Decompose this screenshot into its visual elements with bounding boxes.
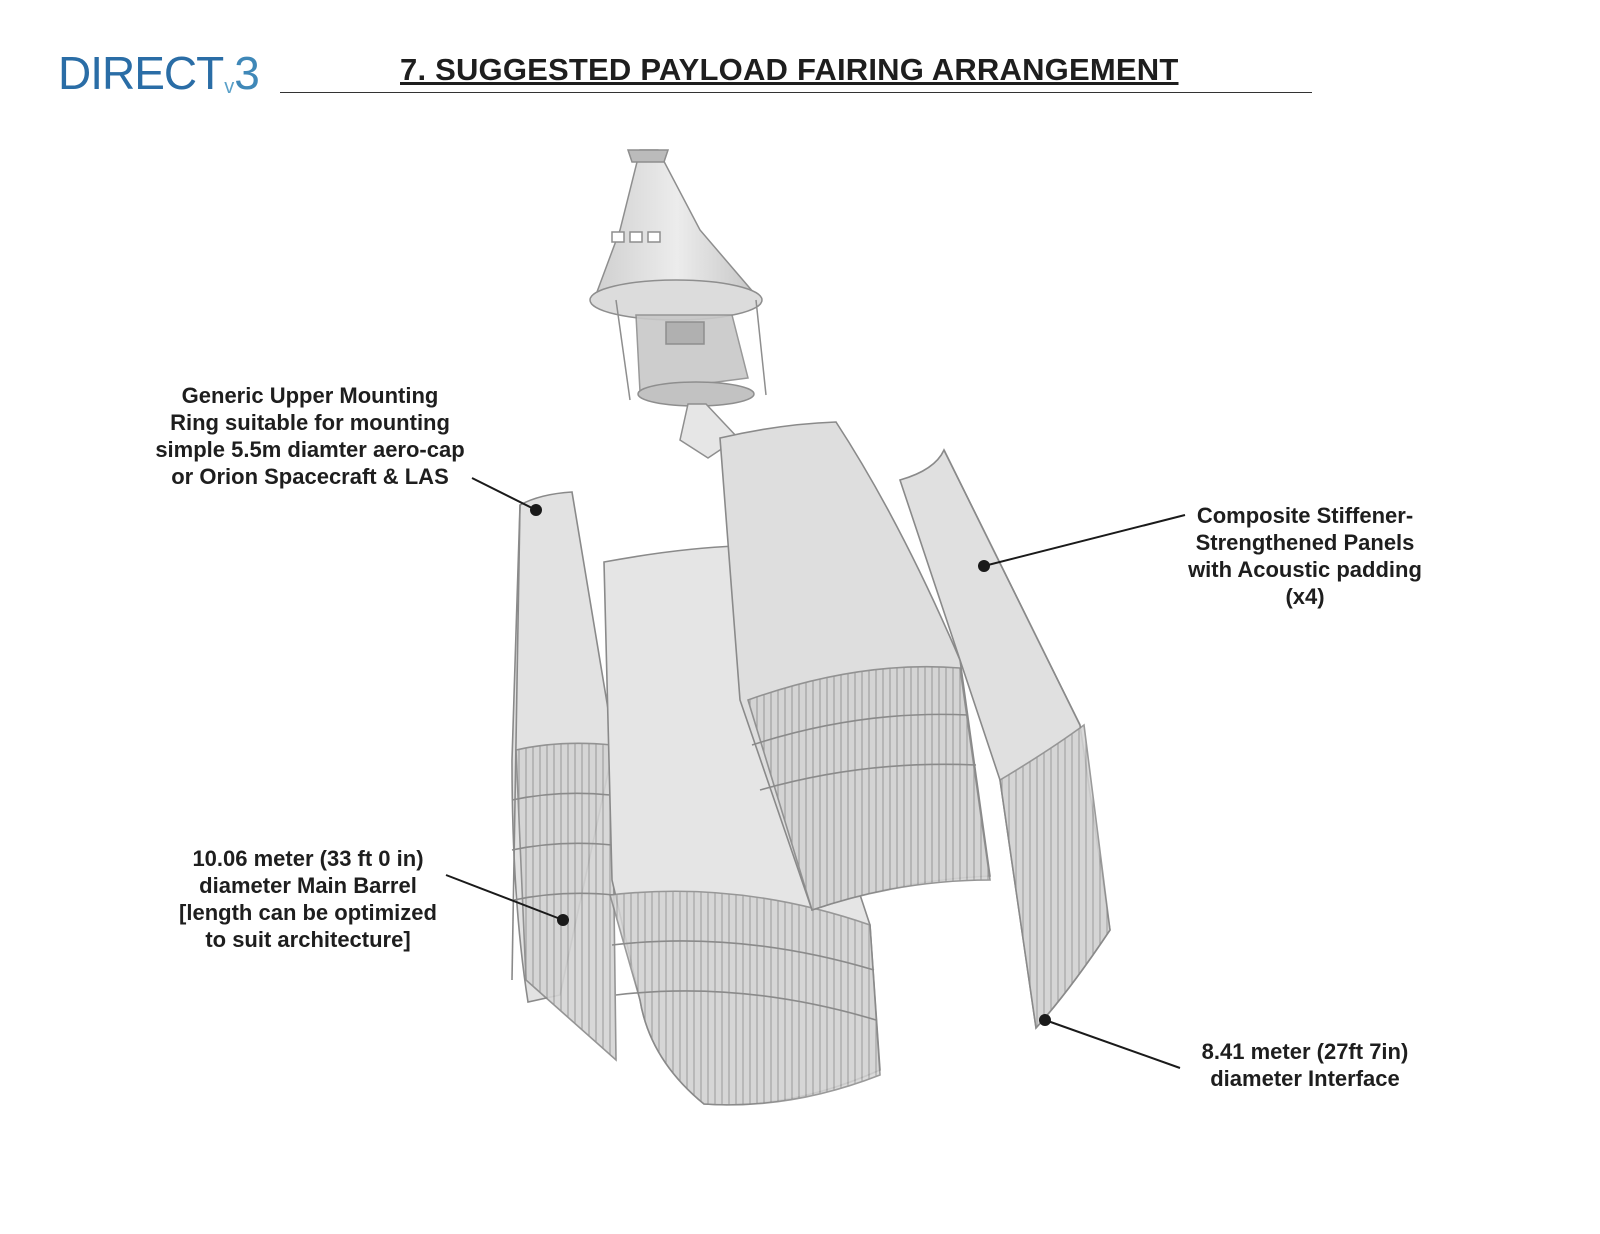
logo-text: DIRECT — [58, 47, 224, 99]
direct-v3-logo: DIRECTv3 — [58, 47, 260, 99]
leader-panels — [983, 514, 1186, 567]
callout-panels: Composite Stiffener- Strengthened Panels… — [1188, 503, 1422, 609]
leader-interface — [1044, 1019, 1181, 1069]
leader-dots — [530, 504, 1051, 1026]
callout-main-barrel: 10.06 meter (33 ft 0 in) diameter Main B… — [179, 846, 437, 952]
callout-upper-ring: Generic Upper Mounting Ring suitable for… — [155, 383, 465, 489]
fairing-panel-right — [898, 448, 1111, 1030]
fairing-panel-rear — [719, 421, 991, 912]
leader-lines — [445, 477, 1186, 1069]
callout-interface: 8.41 meter (27ft 7in) diameter Interface — [1201, 1039, 1409, 1091]
fairing-panel-front — [603, 545, 881, 1106]
logo-number: 3 — [234, 47, 260, 99]
leader-upper-ring — [471, 477, 537, 511]
leader-main-barrel — [445, 874, 564, 921]
fairing-panel-left — [511, 491, 617, 1062]
page-title: 7. SUGGESTED PAYLOAD FAIRING ARRANGEMENT — [400, 52, 1179, 87]
orion-spacecraft — [589, 149, 767, 459]
title-rule — [280, 92, 1312, 93]
logo-version: v — [224, 76, 234, 98]
